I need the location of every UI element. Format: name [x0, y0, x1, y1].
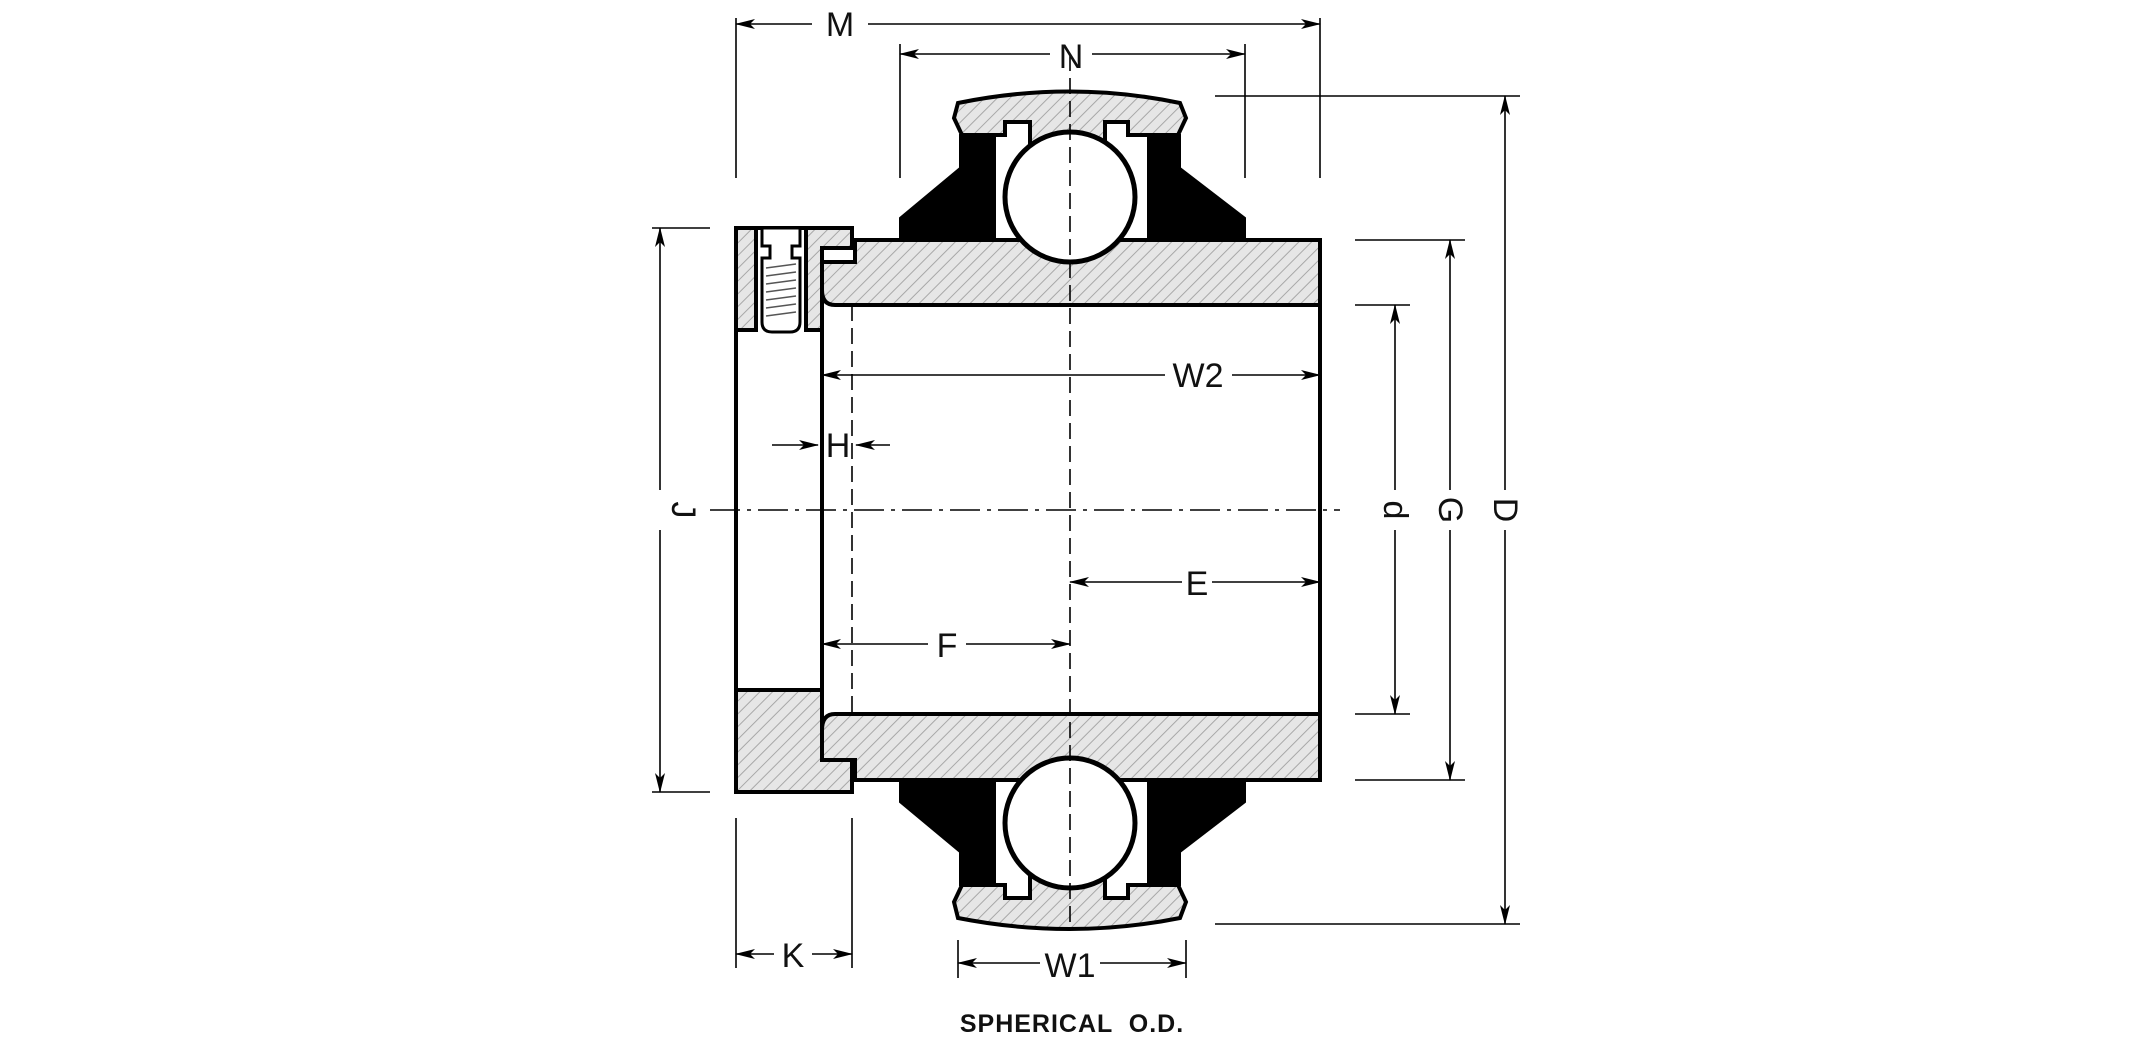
dim-label-g: G — [1431, 497, 1469, 523]
dim-label-k: K — [782, 937, 805, 975]
collar-bottom — [734, 688, 854, 794]
dim-label-w2: W2 — [1173, 357, 1224, 395]
seal-bottom-left — [899, 779, 996, 886]
dim-label-m: M — [826, 6, 854, 44]
seal-top-right — [1147, 134, 1246, 241]
dim-label-j: J — [664, 502, 702, 519]
dimension-lines — [655, 18, 1510, 968]
set-screw — [760, 226, 802, 334]
diagram-caption: SPHERICAL O.D. — [960, 1010, 1184, 1038]
dim-label-w1: W1 — [1045, 947, 1096, 985]
collar-top-right — [804, 226, 854, 332]
extension-lines — [652, 18, 1520, 978]
dim-label-d-outer: D — [1486, 498, 1524, 523]
dim-label-d-bore: d — [1376, 501, 1414, 520]
seal-top-left — [899, 134, 996, 241]
dim-label-e: E — [1186, 565, 1209, 603]
dim-label-f: F — [937, 627, 958, 665]
dim-label-n: N — [1059, 38, 1084, 76]
set-screw-thread — [765, 263, 797, 317]
seal-bottom-right — [1147, 779, 1246, 886]
dim-label-h: H — [826, 427, 851, 465]
collar-top-left — [734, 226, 758, 332]
